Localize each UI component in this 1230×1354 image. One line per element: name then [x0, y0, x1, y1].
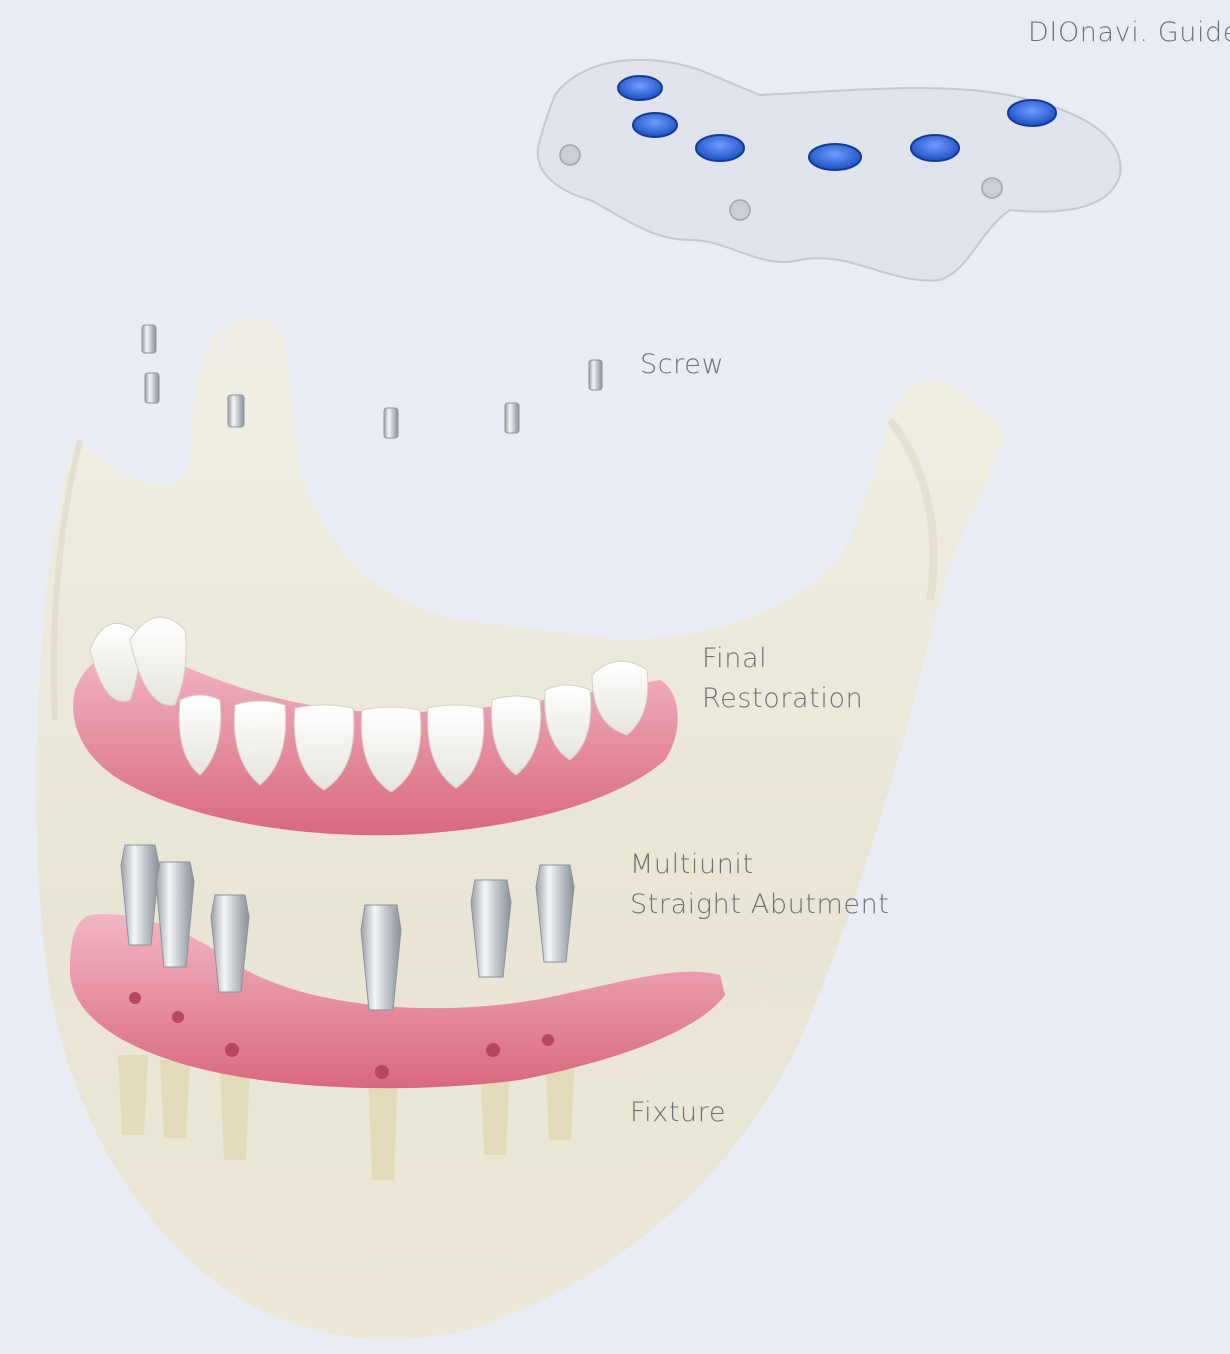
fixture-label-text: Fixture [630, 1093, 726, 1133]
guide-label-text: DIOnavi. Guide [1028, 13, 1230, 53]
abutment-label-line2: Straight Abutment [630, 885, 889, 925]
abutment-label: Multiunit Straight Abutment [630, 845, 889, 925]
screw-label-text: Screw [640, 345, 724, 385]
guide-label: DIOnavi. Guide [1028, 13, 1230, 53]
final-restoration-label-line1: Final [702, 639, 863, 679]
screw-label: Screw [640, 345, 724, 385]
surgical-guide [538, 60, 1121, 281]
final-restoration-label: Final Restoration [702, 639, 863, 719]
fixture-label: Fixture [630, 1093, 726, 1133]
abutment-label-line1: Multiunit [630, 845, 889, 885]
mandible-bone [36, 318, 1005, 1340]
final-restoration-label-line2: Restoration [702, 679, 863, 719]
